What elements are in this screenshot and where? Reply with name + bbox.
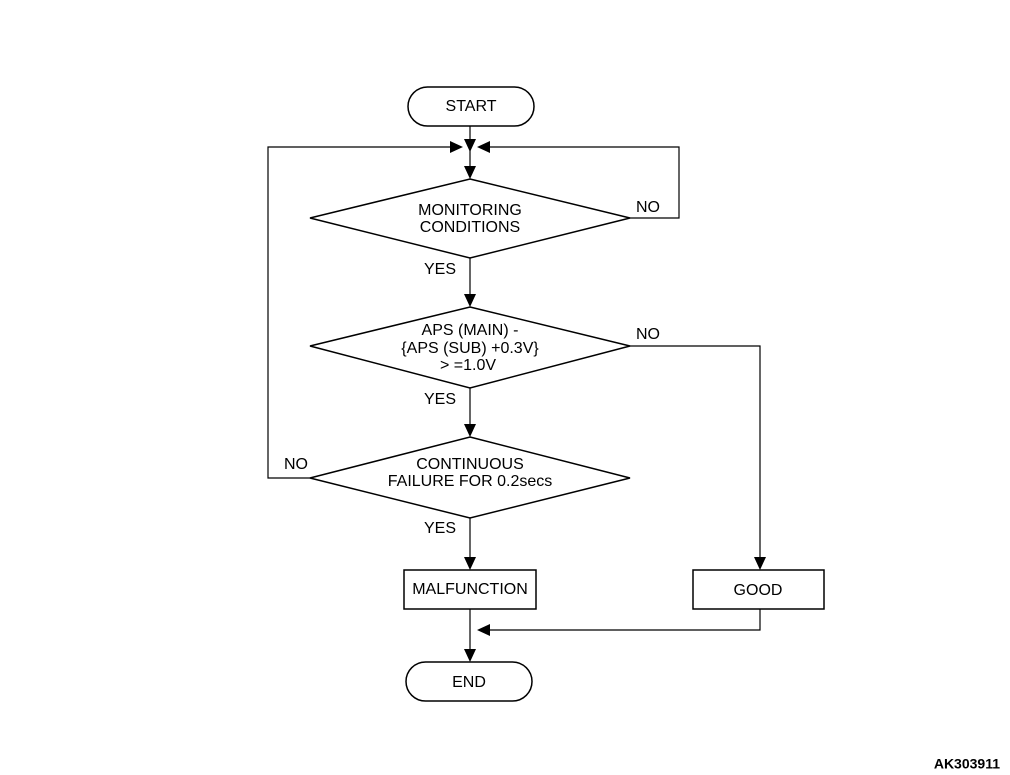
branch-monitoring-no: NO xyxy=(636,199,660,216)
continuous-diamond xyxy=(309,436,631,519)
decision-aps: APS (MAIN) - {APS (SUB) +0.3V} > =1.0V xyxy=(309,306,631,389)
branch-aps-yes: YES xyxy=(424,391,456,408)
end-shape xyxy=(405,661,533,702)
connector-monitoring-no-loop xyxy=(488,146,680,219)
aps-label-line1: APS (MAIN) - xyxy=(422,322,519,339)
monitoring-label-line2: CONDITIONS xyxy=(420,219,520,236)
end-label: END xyxy=(452,674,486,691)
connectors xyxy=(267,126,761,652)
arrowhead-aps-in xyxy=(464,294,476,307)
process-good: GOOD xyxy=(692,569,825,610)
aps-label-line3: > =1.0V xyxy=(440,357,496,374)
end-terminal: END xyxy=(405,661,533,702)
branch-labels: NO YES NO YES NO YES xyxy=(284,199,660,537)
good-box xyxy=(692,569,825,610)
decision-continuous-failure: CONTINUOUS FAILURE FOR 0.2secs xyxy=(309,436,631,519)
start-terminal: START xyxy=(407,86,535,127)
decision-monitoring-conditions: MONITORING CONDITIONS xyxy=(309,178,631,259)
arrowhead-loop-left-right xyxy=(450,141,463,153)
branch-monitoring-yes: YES xyxy=(424,261,456,278)
arrowhead-loop-right-left xyxy=(477,141,490,153)
arrowhead-end-in xyxy=(464,649,476,662)
arrowhead-malfunction-in xyxy=(464,557,476,570)
arrowhead-continuous-in xyxy=(464,424,476,437)
arrowheads xyxy=(450,139,766,662)
arrowhead-good-in xyxy=(754,557,766,570)
connector-continuous-no-loop xyxy=(267,146,452,479)
figure-code: AK303911 xyxy=(934,756,1000,772)
malfunction-label: MALFUNCTION xyxy=(412,581,528,598)
branch-aps-no: NO xyxy=(636,326,660,343)
start-shape xyxy=(407,86,535,127)
good-label: GOOD xyxy=(734,582,783,599)
branch-continuous-no: NO xyxy=(284,456,308,473)
connector-good-to-end xyxy=(488,609,761,631)
arrowhead-monitoring-in xyxy=(464,166,476,179)
connector-aps-no xyxy=(630,345,761,560)
aps-diamond xyxy=(309,306,631,389)
monitoring-diamond xyxy=(309,178,631,259)
aps-label-line2: {APS (SUB) +0.3V} xyxy=(401,340,539,357)
process-malfunction: MALFUNCTION xyxy=(403,569,537,610)
branch-continuous-yes: YES xyxy=(424,520,456,537)
monitoring-label-line1: MONITORING xyxy=(418,202,522,219)
start-label: START xyxy=(446,98,497,115)
continuous-label-line1: CONTINUOUS xyxy=(416,456,524,473)
continuous-label-line2: FAILURE FOR 0.2secs xyxy=(388,473,553,490)
malfunction-box xyxy=(403,569,537,610)
arrowhead-good-to-end-line xyxy=(477,624,490,636)
arrowhead-start-down xyxy=(464,139,476,152)
